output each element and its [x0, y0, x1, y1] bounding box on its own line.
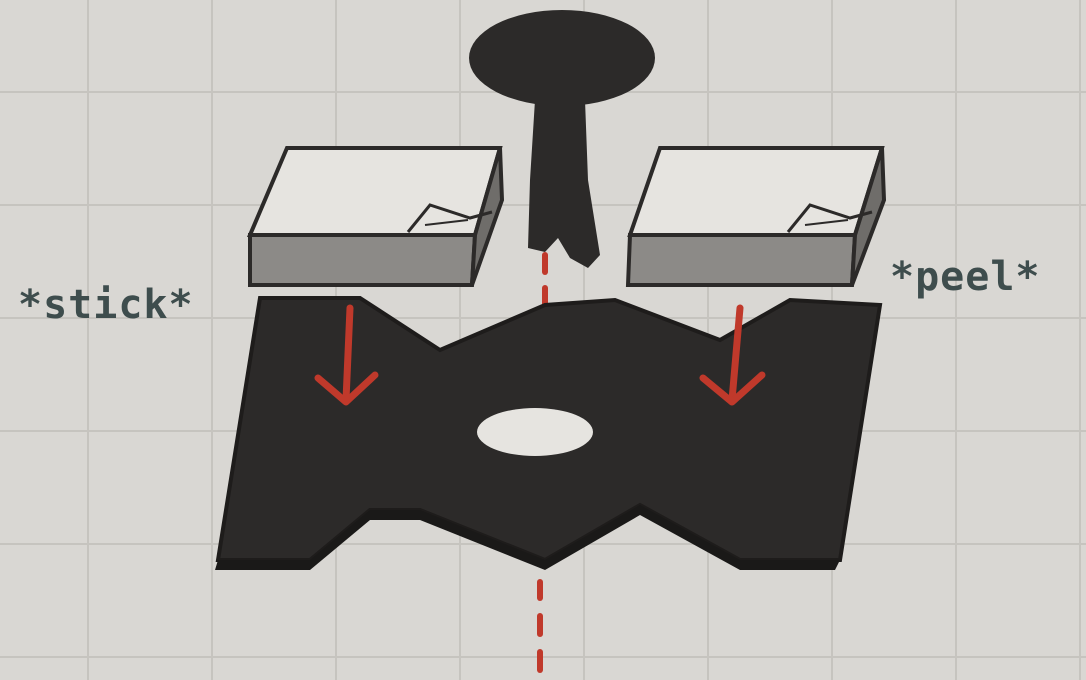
pin-icon: [469, 10, 655, 268]
mounting-plate-icon: [215, 298, 880, 570]
plate-hole: [477, 408, 593, 456]
stick-label: *stick*: [18, 282, 194, 328]
adhesive-pad-right: [628, 148, 884, 285]
peel-label: *peel*: [890, 254, 1041, 300]
adhesive-pad-left: [250, 148, 502, 285]
